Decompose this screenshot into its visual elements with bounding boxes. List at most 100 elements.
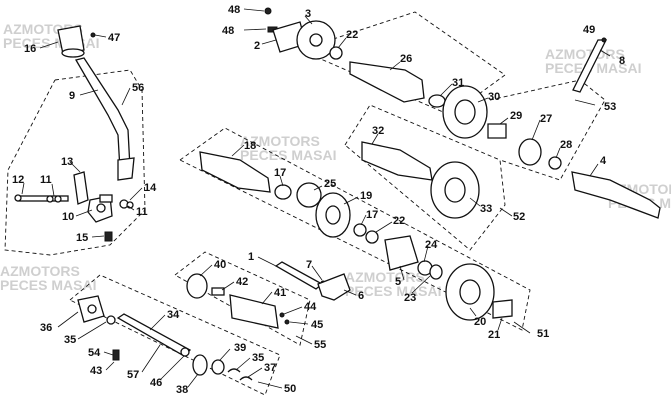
leader-48a [243, 8, 265, 12]
mainshaft-group [199, 151, 513, 321]
part-label-25: 25 [324, 178, 336, 190]
part-label-28: 28 [560, 139, 572, 151]
part-label-30: 30 [488, 91, 500, 103]
part-label-13: 13 [61, 156, 73, 168]
part-label-35a: 35 [64, 334, 76, 346]
shift-arm-hole [87, 304, 97, 314]
countershaft-32 [361, 141, 433, 181]
leader-7 [311, 265, 323, 281]
ring-23 [429, 264, 443, 280]
leader-4 [589, 163, 599, 177]
leader-43 [105, 361, 115, 371]
part-label-39: 39 [234, 342, 246, 354]
leader-31 [439, 83, 453, 97]
part-label-3: 3 [305, 8, 311, 20]
linkage-arm [73, 171, 89, 205]
leader-8 [599, 49, 611, 57]
gear-38 [192, 354, 208, 376]
leader-39 [219, 348, 231, 361]
part-label-51: 51 [537, 328, 549, 340]
watermark-line2: PECES MASAI [0, 277, 96, 293]
part-label-11a: 11 [40, 174, 52, 186]
linkage-washer [46, 195, 54, 203]
fork-shaft-1 [274, 261, 324, 290]
shift-lever-rod [75, 57, 131, 171]
leader-56 [121, 87, 131, 106]
leader-37 [247, 367, 263, 378]
linkage-bolt [104, 231, 113, 242]
leader-53 [574, 99, 596, 106]
linkage-washer [54, 195, 62, 203]
leader-18 [231, 144, 245, 157]
shift-fork-6 [317, 273, 351, 301]
leader-23 [411, 275, 431, 294]
knob-screw [90, 32, 96, 38]
shift-lever-group [57, 25, 135, 181]
leader-2 [261, 39, 277, 45]
shift-shaft-group [77, 295, 253, 381]
sprocket-hub [309, 33, 323, 47]
part-label-54: 54 [88, 347, 101, 359]
pin-45 [284, 319, 290, 325]
part-label-22b: 22 [393, 215, 405, 227]
leader-40 [199, 264, 213, 277]
leader-12 [21, 182, 25, 195]
dog-clutch [384, 235, 419, 271]
leader-26 [389, 61, 401, 71]
shift-lever-clamp [117, 157, 135, 181]
part-label-44: 44 [304, 301, 317, 313]
linkage-pin-head [14, 194, 22, 202]
bolt-head [264, 7, 272, 15]
washer-22b [365, 230, 379, 244]
part-label-42: 42 [236, 276, 248, 288]
leader-27 [531, 119, 541, 141]
spacer-42 [211, 287, 225, 296]
part-label-35b: 35 [252, 352, 264, 364]
leader-21 [497, 317, 503, 331]
clip-35b [227, 368, 241, 373]
watermark-group: AZMOTORS PECES MASAI AZMOTORS PECES MASA… [0, 21, 671, 299]
leader-54 [103, 351, 114, 356]
part-label-9: 9 [69, 90, 75, 102]
leader-6 [343, 289, 357, 296]
part-label-38: 38 [176, 384, 188, 396]
washer-22 [329, 46, 343, 60]
leader-52 [499, 207, 513, 217]
part-label-11b: 11 [136, 206, 148, 218]
part-label-7: 7 [306, 259, 312, 271]
part-label-10: 10 [62, 211, 74, 223]
part-label-56: 56 [132, 82, 144, 94]
part-label-57: 57 [127, 369, 139, 381]
shift-drum-group [186, 261, 351, 329]
leader-17b [360, 214, 367, 226]
leader-20 [469, 307, 477, 317]
clip-35 [106, 315, 116, 325]
watermark-line1: AZMOTORS [240, 133, 320, 149]
part-label-26: 26 [400, 53, 412, 65]
bushing-21 [492, 299, 513, 319]
leader-14 [129, 187, 143, 201]
leader-11b [127, 205, 135, 211]
part-labels: 48 48 2 3 22 26 31 30 29 27 28 49 8 53 3… [12, 4, 625, 396]
linkage-nut [99, 194, 113, 203]
part-label-46: 46 [150, 377, 162, 389]
leader-34 [149, 314, 166, 331]
leader-57 [141, 344, 161, 373]
leader-24 [423, 245, 429, 263]
part-label-12: 12 [12, 174, 24, 186]
gear-cluster-outline [489, 79, 606, 181]
leader-47 [94, 34, 107, 38]
part-label-36: 36 [40, 322, 52, 334]
part-label-43: 43 [90, 365, 102, 377]
leader-30 [477, 97, 489, 103]
pin-44 [279, 312, 285, 318]
leader-35b [235, 357, 251, 371]
part-label-53: 53 [604, 101, 616, 113]
part-label-27: 27 [540, 113, 552, 125]
part-label-31: 31 [452, 77, 464, 89]
leader-36 [57, 311, 79, 328]
watermark-line1: AZMOTORS [345, 269, 425, 285]
leader-9 [79, 89, 99, 96]
shaft-18 [199, 151, 271, 193]
part-label-40: 40 [214, 259, 226, 271]
